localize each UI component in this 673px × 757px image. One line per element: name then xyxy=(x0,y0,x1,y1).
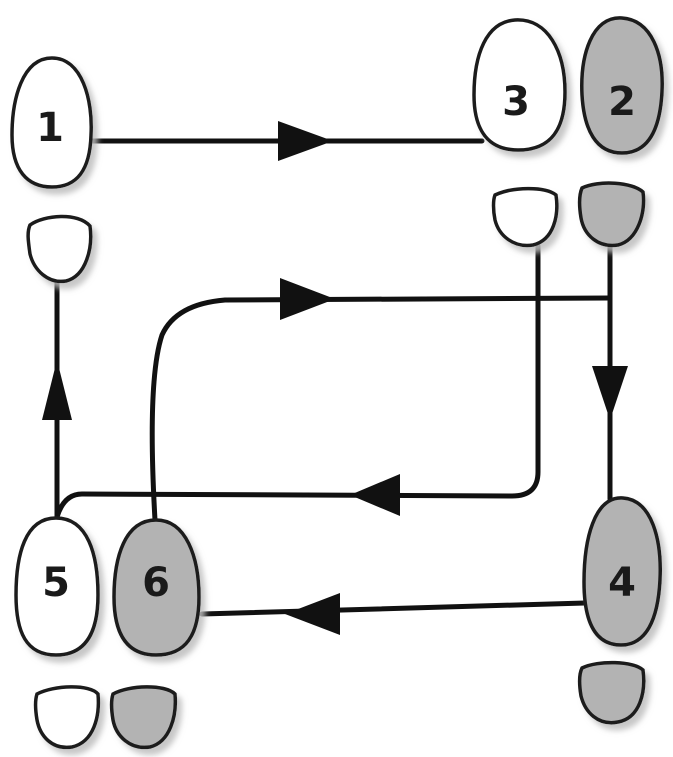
step-number: 4 xyxy=(608,560,636,606)
step-number: 5 xyxy=(42,560,70,606)
footprint-step-3: 3 xyxy=(472,18,567,248)
footprint-step-1: 1 xyxy=(10,56,93,284)
foot-heel-white-icon xyxy=(491,186,559,248)
arrow-up-icon xyxy=(42,360,72,420)
foot-sole-white-icon xyxy=(14,516,100,657)
path-4-to-6 xyxy=(199,600,588,617)
foot-sole-gray-icon xyxy=(580,16,664,155)
arrow-down-icon xyxy=(592,366,628,420)
arrow-right-icon xyxy=(280,278,335,320)
step-number: 1 xyxy=(36,105,64,151)
foot-heel-white-icon xyxy=(33,685,101,750)
foot-heel-gray-icon xyxy=(109,685,178,750)
arrow-left-icon xyxy=(350,474,400,516)
path-6-to-4 xyxy=(149,295,613,523)
foot-sole-gray-icon xyxy=(582,496,662,647)
step-number: 3 xyxy=(502,79,530,125)
footprint-step-4: 4 xyxy=(577,496,662,725)
step-number: 6 xyxy=(142,560,170,606)
footprint-step-2: 2 xyxy=(577,16,664,248)
arrow-left-icon xyxy=(285,593,340,635)
path-3-to-5 xyxy=(54,243,541,520)
foot-heel-gray-icon xyxy=(577,660,646,725)
arrow-right-icon xyxy=(278,121,333,161)
foot-sole-gray-icon xyxy=(112,518,201,657)
step-number: 2 xyxy=(608,79,636,125)
foot-sole-white-icon xyxy=(10,56,93,189)
footprints: 1 3 2 5 6 4 xyxy=(10,16,664,750)
foot-heel-gray-icon xyxy=(577,181,646,248)
foot-heel-white-icon xyxy=(26,214,93,284)
step-paths xyxy=(42,121,628,635)
footprint-step-6: 6 xyxy=(109,518,201,750)
foot-sole-white-icon xyxy=(472,18,567,152)
footprint-step-5: 5 xyxy=(14,516,101,750)
